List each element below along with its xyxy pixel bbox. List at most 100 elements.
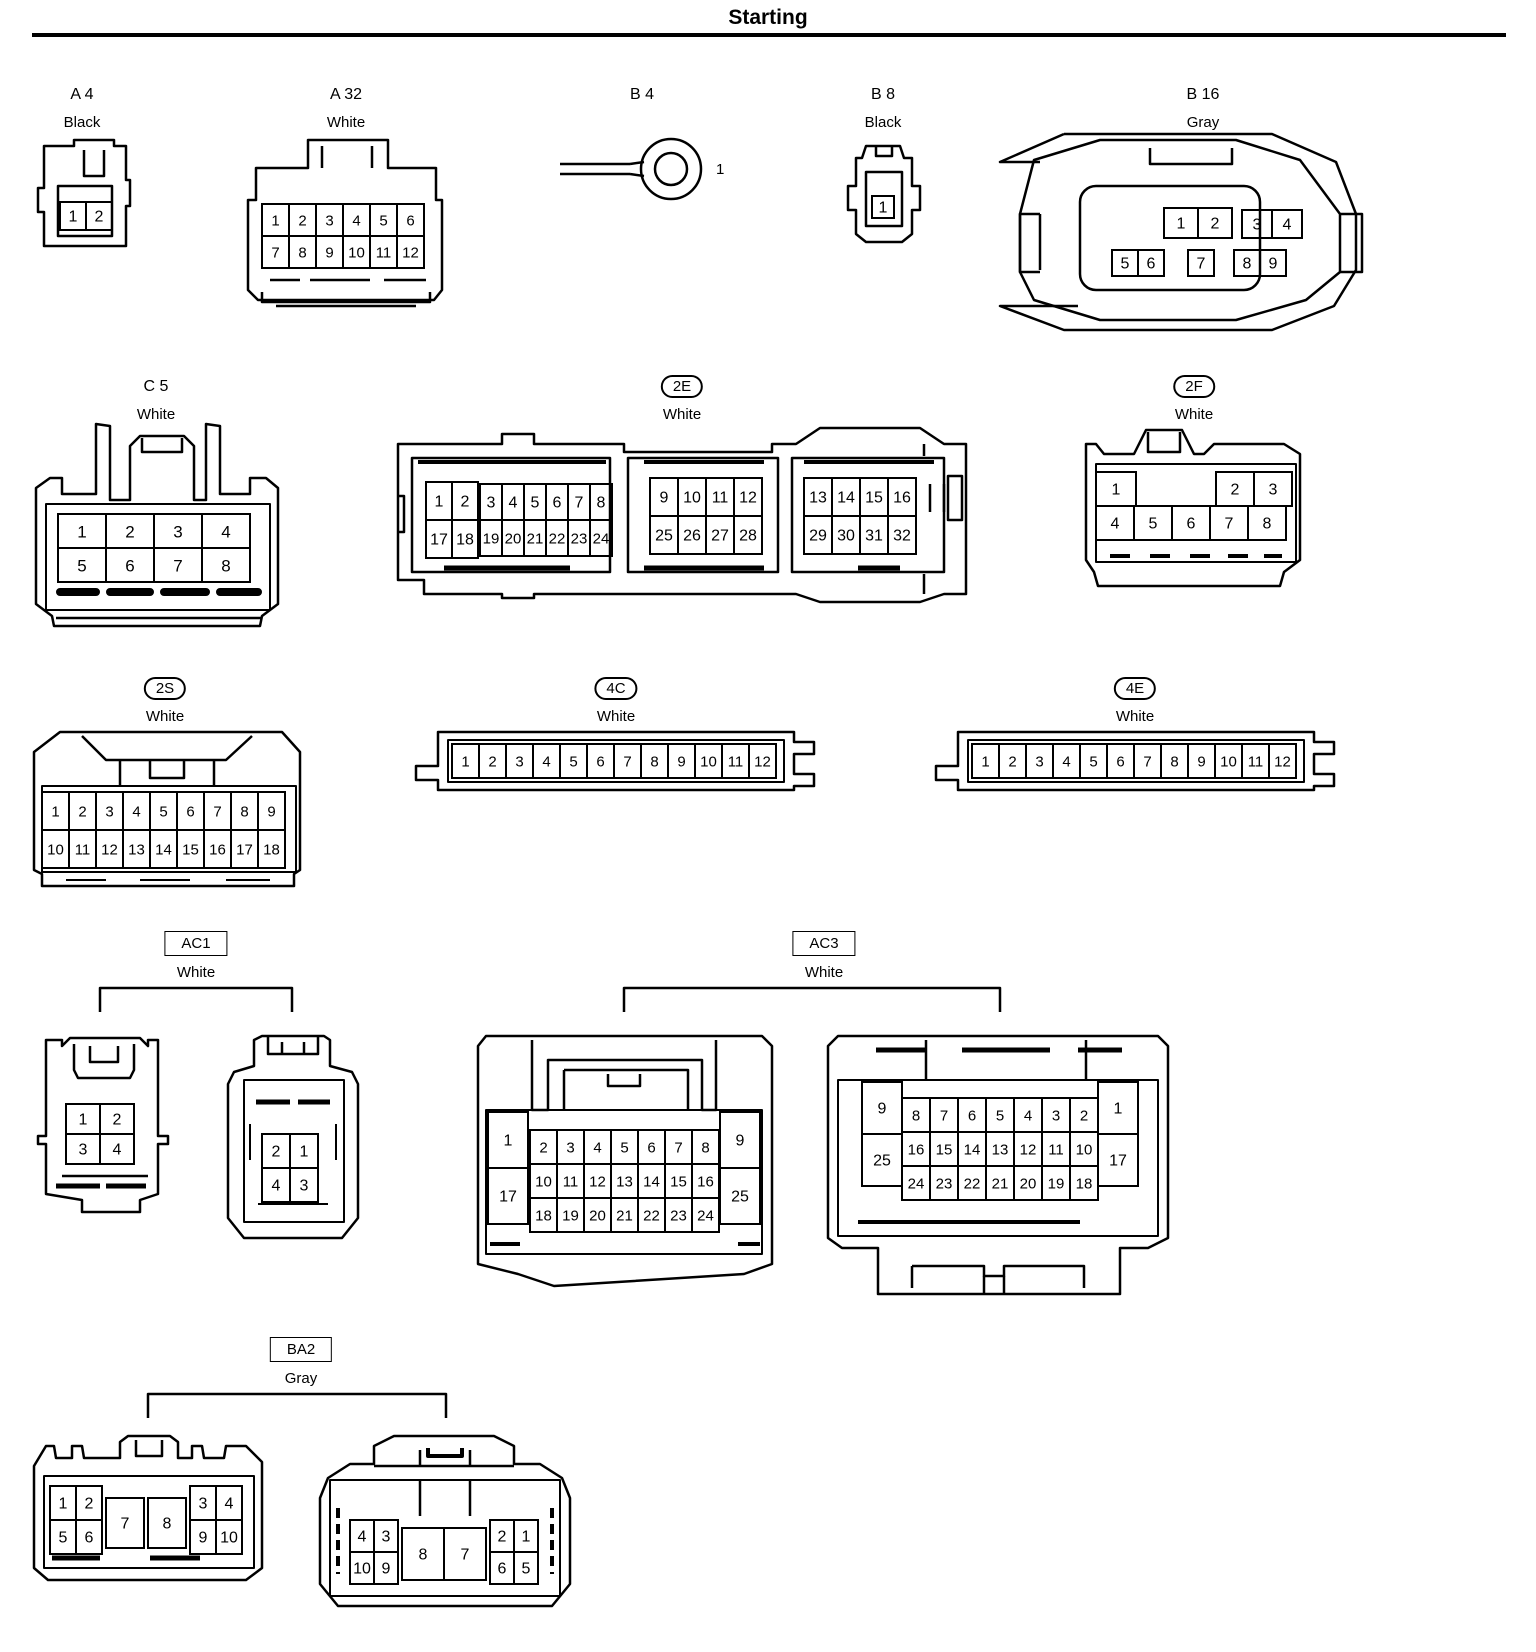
pin-ac3-13: 13 [616,1174,633,1191]
pin-4e-5: 5 [1089,754,1097,771]
pin-ac3-8: 8 [912,1108,920,1125]
pin-cell-2f-8 [1247,505,1287,541]
pin-ba2-1: 1 [59,1496,68,1513]
pin-2e-29: 29 [809,528,827,545]
pin-ac3-13: 13 [992,1142,1009,1159]
pin-ac3-4: 4 [1024,1108,1032,1125]
pin-ac3-12: 12 [1020,1142,1037,1159]
pin-cell-ba2-9 [373,1551,399,1585]
connector-code-4c: 4C [594,677,638,700]
pin-a32-9: 9 [325,245,333,262]
pin-ac3-23: 23 [936,1176,953,1193]
pin-c5-3: 3 [173,523,182,542]
connector-b16-housing [998,132,1364,332]
pin-c5-4: 4 [221,523,230,542]
connector-code-b4: B 4 [629,86,655,103]
pin-a32-11: 11 [376,245,392,262]
connector-4e-housing [934,730,1336,792]
pin-2s-11: 11 [75,842,91,859]
pin-2s-3: 3 [105,804,113,821]
connector-color-b8: Black [864,114,902,131]
pin-a32-10: 10 [348,245,365,262]
pin-cell-ba2-6 [75,1519,103,1555]
pin-ac3-16: 16 [908,1142,925,1159]
pin-2e-26: 26 [683,528,701,545]
pin-2f-5: 5 [1149,516,1158,533]
pin-cell-ba2-10 [215,1519,243,1555]
pin-cell-2s-18 [257,829,286,869]
pin-4c-7: 7 [623,754,631,771]
pin-ac3-11: 11 [563,1174,579,1191]
pin-2f-2: 2 [1231,482,1240,499]
pin-cell-4c-12 [748,743,777,779]
connector-color-c5: White [136,406,176,423]
pin-2e-4: 4 [509,495,518,512]
pin-4e-4: 4 [1062,754,1070,771]
connector-ac3-bracket [622,986,1002,1012]
connector-a4-housing [36,138,132,248]
pin-cell-ac3-25 [719,1167,761,1225]
connector-code-ac3: AC3 [792,931,856,956]
connector-color-a32: White [326,114,366,131]
pin-cell-b8-1 [871,195,895,219]
pin-2s-4: 4 [132,804,140,821]
pin-b16-9: 9 [1269,256,1278,273]
connector-code-2s: 2S [143,677,187,700]
pin-cell-2e-32 [887,515,917,555]
pin-b4-1: 1 [716,161,724,178]
pin-ba2-7: 7 [461,1547,470,1564]
pin-ba2-4: 4 [225,1496,234,1513]
pin-2s-6: 6 [186,804,194,821]
pin-ac3-17: 17 [1109,1153,1127,1170]
pin-ac3-4: 4 [593,1140,601,1157]
connector-code-4e: 4E [1113,677,1157,700]
pin-ac1-1: 1 [79,1112,88,1129]
pin-2s-15: 15 [182,842,199,859]
pin-cell-2e-28 [733,515,763,555]
pin-2e-30: 30 [837,528,855,545]
pin-ac3-25: 25 [873,1153,891,1170]
pin-2e-3: 3 [487,495,496,512]
pin-4e-9: 9 [1197,754,1205,771]
pin-ba2-3: 3 [199,1496,208,1513]
pin-ac3-22: 22 [643,1208,660,1225]
pin-2e-5: 5 [531,495,540,512]
pin-ba2-2: 2 [85,1496,94,1513]
pin-ba2-8: 8 [163,1516,172,1533]
connector-2s-housing [32,730,302,888]
pin-4e-11: 11 [1248,754,1264,771]
pin-2f-7: 7 [1225,516,1234,533]
pin-4c-9: 9 [677,754,685,771]
pin-cell-c5-8 [201,547,251,583]
pin-ac3-5: 5 [996,1108,1004,1125]
connector-code-ba2: BA2 [269,1337,333,1362]
pin-a32-7: 7 [271,245,279,262]
pin-cell-ba2-7 [105,1497,145,1549]
pin-4c-12: 12 [754,754,771,771]
pin-cell-a32-12 [396,235,425,269]
pin-4c-4: 4 [542,754,550,771]
pin-ac3-9: 9 [736,1133,745,1150]
pin-ac3-15: 15 [936,1142,953,1159]
pin-a32-3: 3 [325,213,333,230]
pin-ac3-3: 3 [1052,1108,1060,1125]
pin-4c-10: 10 [700,754,717,771]
pin-2e-18: 18 [456,532,474,549]
connector-color-2e: White [662,406,702,423]
pin-cell-ba2-5 [513,1551,539,1585]
pin-ac3-6: 6 [647,1140,655,1157]
pin-2e-32: 32 [893,528,911,545]
pin-ac1-4: 4 [113,1142,122,1159]
pin-ac3-22: 22 [964,1176,981,1193]
pin-cell-ac1-4 [99,1133,135,1165]
connector-ba2-bracket [146,1392,448,1418]
connector-code-2f: 2F [1173,375,1215,398]
pin-ac3-17: 17 [499,1189,517,1206]
pin-2e-14: 14 [837,490,855,507]
pin-cell-b16-6 [1137,249,1165,277]
pin-b16-2: 2 [1211,216,1220,233]
pin-ac1-2: 2 [272,1144,281,1161]
pin-2f-6: 6 [1187,516,1196,533]
pin-2s-13: 13 [128,842,145,859]
pin-2e-1: 1 [435,494,444,511]
